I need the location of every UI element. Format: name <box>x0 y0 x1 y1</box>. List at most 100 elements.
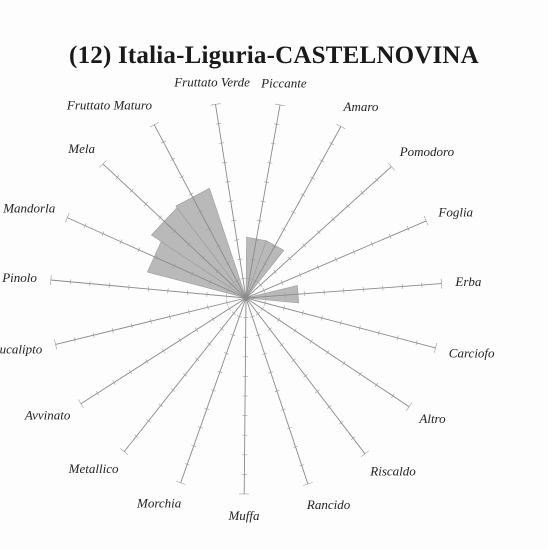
axis-label-pomodoro: Pomodoro <box>399 144 455 159</box>
axis-tick <box>77 399 84 409</box>
axis-tick <box>195 357 200 362</box>
axis-tick <box>175 480 186 485</box>
axis-tick <box>255 334 261 337</box>
axis-tick <box>108 282 110 288</box>
axis-tick <box>310 176 315 180</box>
axis-tick <box>234 239 240 241</box>
axis-tick <box>291 210 296 214</box>
axis-tick <box>226 300 228 306</box>
axis-tick <box>206 227 212 231</box>
axis-tick <box>286 427 292 430</box>
axis-label-erba: Erba <box>454 274 482 289</box>
axis-tick <box>280 280 284 286</box>
axis-tick <box>172 228 177 234</box>
axis-tick <box>358 325 361 331</box>
axis-tick <box>260 306 264 312</box>
axis-tick <box>281 227 287 231</box>
axis-tick <box>350 436 356 440</box>
axis-tick <box>303 374 308 378</box>
axis-tick <box>319 159 325 163</box>
axis-tick <box>267 162 273 164</box>
axis-tick <box>137 247 141 253</box>
axis-tick <box>345 203 350 209</box>
axis-tick <box>208 279 212 285</box>
axis-tick <box>188 309 190 315</box>
axis-tick <box>168 314 171 320</box>
axis-tick <box>161 348 166 354</box>
axis-tick <box>230 333 236 337</box>
axis-tick <box>69 279 71 285</box>
axis-tick <box>262 262 268 266</box>
axis-tick <box>260 200 266 203</box>
axis-tick <box>249 315 255 318</box>
axis-tick <box>270 142 276 145</box>
axis-tick <box>194 327 199 332</box>
axis-tick <box>207 342 212 346</box>
axis-tick <box>216 244 221 248</box>
axis-label-pinolo: Pinolo <box>1 270 37 285</box>
axis-tick <box>120 448 129 455</box>
axis-tick <box>158 215 163 220</box>
axis-tick <box>89 281 91 287</box>
axis-tick <box>406 402 413 412</box>
axis-tick <box>388 233 392 239</box>
axis-tick <box>143 202 148 207</box>
axis-tick <box>240 277 246 280</box>
axis-tick <box>253 239 259 241</box>
axis-tick <box>360 450 370 458</box>
axis-tick <box>227 306 232 311</box>
axis-tick <box>370 241 374 247</box>
axis-tick <box>92 332 95 338</box>
axis-label-foglia: Foglia <box>437 204 473 219</box>
axis-tick <box>223 352 229 355</box>
axis-tick <box>287 256 292 261</box>
axis-tick <box>229 282 234 287</box>
axis-tick <box>222 161 228 164</box>
axis-tick <box>302 243 307 248</box>
axis-tick <box>228 200 234 202</box>
axis-label-avvinato: Avvinato <box>24 408 71 423</box>
chart-title: (12) Italia-Liguria-CASTELNOVINA <box>69 42 479 69</box>
axis-tick <box>316 264 320 270</box>
axis-tick <box>255 311 261 316</box>
axis-tick <box>191 444 197 447</box>
axis-tick <box>315 389 320 394</box>
axis-tick <box>191 271 194 277</box>
axis-tick <box>130 323 133 329</box>
axis-tick <box>293 445 298 448</box>
axis-tick <box>210 389 216 392</box>
axis-tick <box>225 181 231 183</box>
axis-tick <box>272 245 277 249</box>
axis-tick <box>188 192 194 196</box>
axis-tick <box>170 157 176 161</box>
axis-tick <box>146 419 151 423</box>
axis-tick <box>342 360 346 366</box>
axis-tick <box>206 291 208 297</box>
axis-tick <box>101 231 105 237</box>
axis-tick <box>236 315 242 318</box>
axis-label-fruttato-verde: Fruttato Verde <box>173 75 250 90</box>
axis-tick <box>211 316 215 322</box>
axis-tick <box>250 258 256 261</box>
axis-tick <box>95 390 100 396</box>
axis-tick <box>262 352 268 355</box>
axis-label-morchia: Morchia <box>136 496 182 511</box>
axis-tick <box>329 142 334 146</box>
axis-tick <box>434 342 438 353</box>
axis-tick <box>415 340 418 346</box>
axis-tick <box>219 326 224 331</box>
axis-label-carciofo: Carciofo <box>449 346 495 361</box>
axis-tick <box>268 371 274 374</box>
axis-tick <box>197 426 203 429</box>
axis-tick <box>158 403 163 408</box>
axis-tick <box>197 209 203 213</box>
axis-tick <box>396 335 399 341</box>
axis-tick <box>50 274 52 286</box>
axis-tick <box>391 393 395 399</box>
axis-tick <box>186 290 188 296</box>
axis-tick <box>216 123 222 125</box>
axis-tick <box>339 320 342 326</box>
axis-label-altro: Altro <box>418 411 446 426</box>
